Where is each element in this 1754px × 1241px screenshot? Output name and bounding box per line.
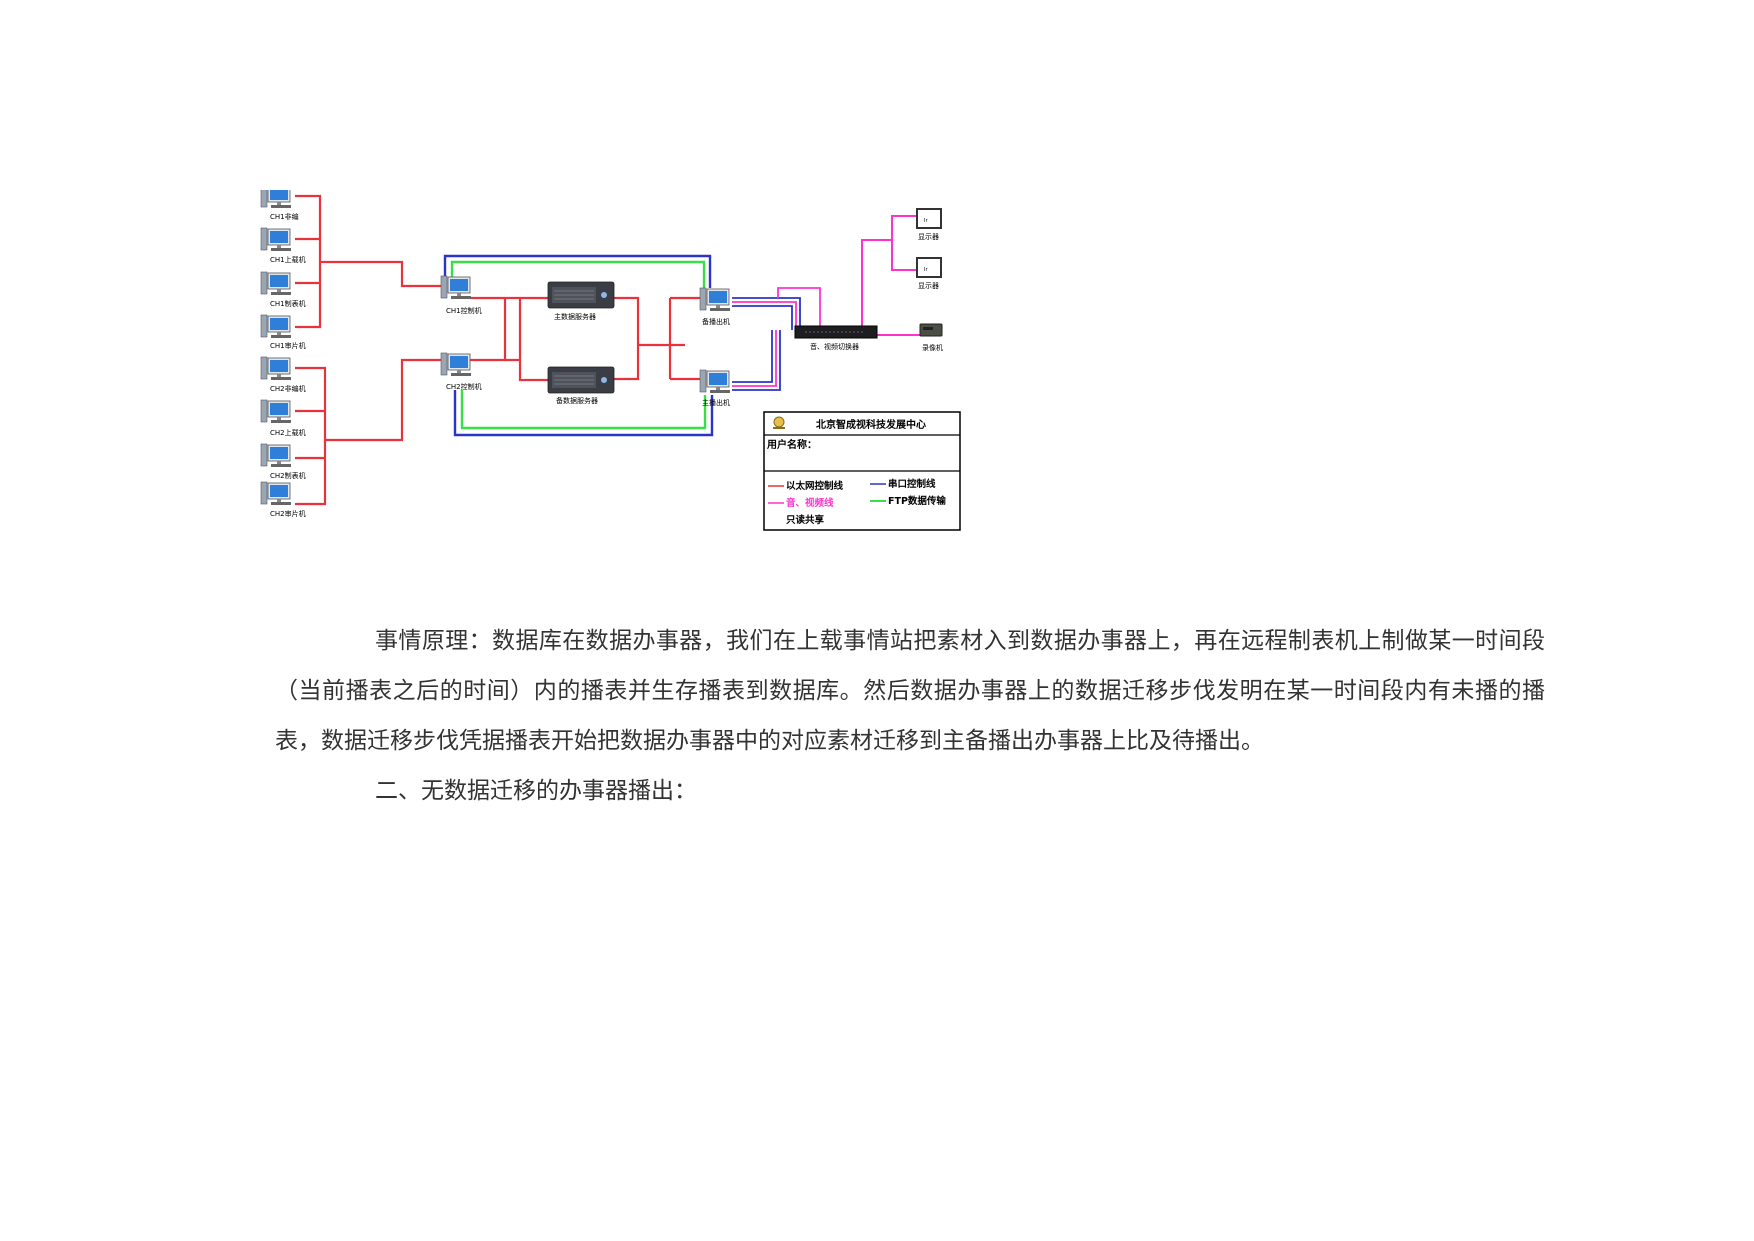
system-diagram: CH1非编 CH1上载机 CH1制表机 CH1审片机 CH2非编机 CH2上载机… [240,184,1100,605]
svg-text:CH1审片机: CH1审片机 [270,341,306,350]
main-playout: 主播出机 [699,369,731,407]
paragraph-principle: 事情原理：数据库在数据办事器，我们在上载事情站把素材入到数据办事器上，再在远程制… [275,628,1545,754]
legend-item: FTP数据传输 [888,495,946,507]
svg-text:CH1制表机: CH1制表机 [270,299,306,308]
svg-text:主播出机: 主播出机 [702,398,730,407]
logo-icon [773,416,785,429]
legend-box: 北京智成视科技发展中心 用户名称： 以太网控制线 串口控制线 音、视频线 FTP… [763,411,961,531]
monitor: Ir 显示器 [916,208,942,241]
legend-item: 只读共享 [786,514,825,526]
left-node: CH2审片机 [260,481,306,518]
svg-text:音、视频切换器: 音、视频切换器 [810,342,859,351]
legend-item: 以太网控制线 [786,480,844,492]
svg-text:CH2非编机: CH2非编机 [270,384,306,393]
left-node: CH1审片机 [260,314,306,350]
svg-text:显示器: 显示器 [918,233,939,241]
ch2-controller: CH2控制机 [440,352,482,391]
left-node: CH2制表机 [260,443,306,480]
svg-text:录像机: 录像机 [922,343,943,352]
svg-text:主数据服务器: 主数据服务器 [554,312,596,321]
legend-item: 串口控制线 [888,478,936,490]
svg-text:CH2控制机: CH2控制机 [446,382,482,391]
left-node: CH1上载机 [260,227,306,264]
ch1-controller: CH1控制机 [440,275,482,315]
legend-company: 北京智成视科技发展中心 [816,418,926,431]
svg-text:CH1上载机: CH1上载机 [270,255,306,264]
svg-text:备数据服务器: 备数据服务器 [556,396,598,405]
left-node: CH2上载机 [260,399,306,437]
left-node: CH1非编 [260,184,299,221]
body-text: 事情原理：数据库在数据办事器，我们在上载事情站把素材入到数据办事器上，再在远程制… [275,616,1545,816]
svg-text:CH1非编: CH1非编 [270,212,299,221]
section-heading: 二、无数据迁移的办事器播出： [375,778,697,804]
legend-item: 音、视频线 [786,497,834,509]
main-data-server: 主数据服务器 [547,281,615,321]
svg-text:备播出机: 备播出机 [702,317,730,326]
left-node: CH1制表机 [260,271,306,308]
backup-playout: 备播出机 [699,287,731,326]
monitor: Ir 显示器 [916,257,942,290]
left-node: CH2非编机 [260,356,306,393]
av-switcher: 音、视频切换器 [794,325,878,351]
backup-data-server: 备数据服务器 [547,366,615,405]
svg-text:Ir: Ir [924,218,928,224]
recorder: 录像机 [919,323,943,352]
svg-text:CH2审片机: CH2审片机 [270,509,306,518]
svg-text:显示器: 显示器 [918,282,939,290]
legend-user-label: 用户名称： [766,438,817,451]
svg-text:Ir: Ir [924,267,928,273]
svg-text:CH2上载机: CH2上载机 [270,428,306,437]
svg-text:CH1控制机: CH1控制机 [446,306,482,315]
svg-text:CH2制表机: CH2制表机 [270,471,306,480]
